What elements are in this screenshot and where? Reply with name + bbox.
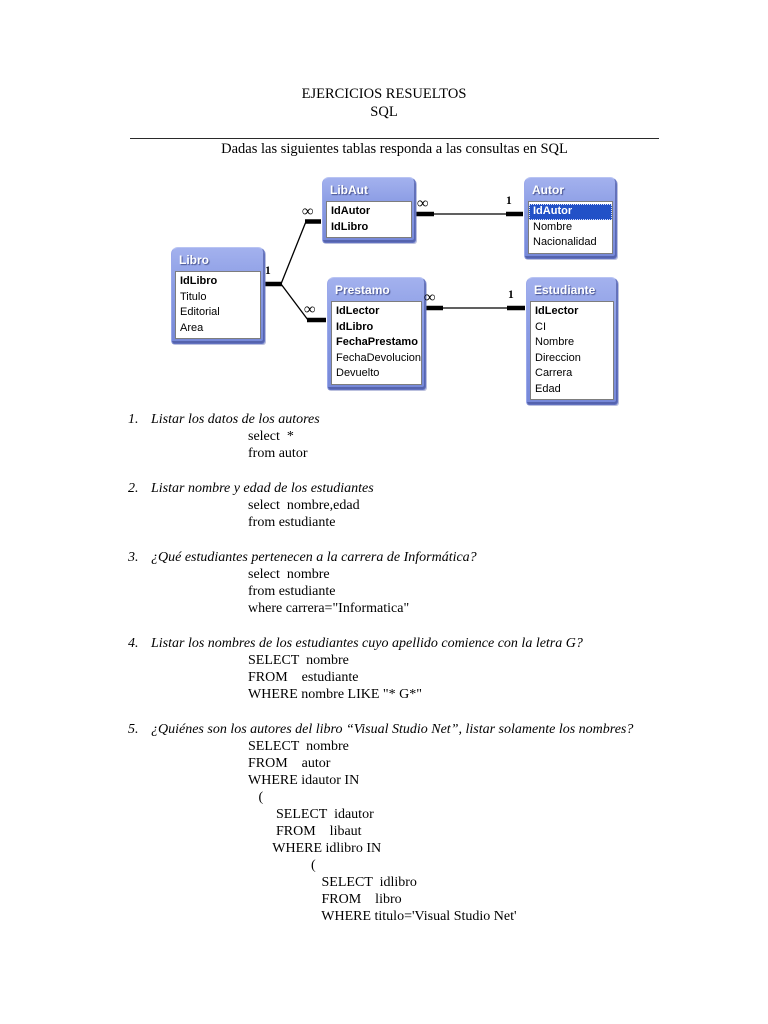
document-header: EJERCICIOS RESUELTOS SQL — [0, 0, 768, 121]
table-field-idlibro: IdLibro — [331, 220, 369, 233]
table-title: Estudiante — [534, 283, 596, 297]
exercise-number: 2. — [128, 481, 139, 496]
table-field-ci: CI — [535, 320, 546, 333]
exercise-list: 1. Listar los datos de los autores select … — [128, 411, 656, 925]
exercise-number: 4. — [128, 636, 139, 651]
table-field-idlibro: IdLibro — [336, 320, 374, 333]
exercise-number: 5. — [128, 722, 139, 737]
exercise-question: ¿Qué estudiantes pertenecen a la carrera… — [151, 550, 477, 565]
instruction-text: Dadas las siguientes tablas responda a l… — [221, 141, 568, 157]
sql-answer-code: select * from autor — [248, 429, 308, 461]
exercise-question: ¿Quiénes son los autores del libro “Visu… — [151, 722, 634, 737]
table-field-idautor: IdAutor — [331, 205, 371, 217]
divider-rule — [130, 138, 659, 139]
sql-answer-code: SELECT nombre FROM autor WHERE idautor I… — [248, 739, 517, 924]
exercise-question: Listar nombre y edad de los estudiantes — [151, 481, 374, 496]
sql-answer-code: select nombre from estudiante where carr… — [248, 567, 410, 616]
exercise-question: Listar los nombres de los estudiantes cu… — [151, 636, 583, 651]
exercise-item: 5. ¿Quiénes son los autores del libro “Vi… — [128, 721, 656, 925]
table-field-idautor: IdAutor — [529, 204, 612, 220]
table-field-idlector: IdLector — [535, 305, 579, 317]
cardinality-label: 1 — [506, 195, 512, 207]
table-field-fechaprestamo: FechaPrestamo — [336, 336, 418, 348]
table-field-edad: Edad — [535, 382, 561, 395]
table-field-direccion: Direccion — [535, 351, 581, 364]
exercise-number: 1. — [128, 412, 139, 427]
table-field-nombre: Nombre — [535, 336, 575, 348]
cardinality-label: ∞ — [302, 203, 314, 220]
exercise-item: 4. Listar los nombres de los estudiantes … — [128, 635, 656, 703]
table-field-idlibro: IdLibro — [180, 275, 218, 287]
cardinality-label: ∞ — [417, 195, 429, 212]
table-title: Autor — [532, 183, 564, 197]
page-subtitle: SQL — [370, 104, 398, 120]
cardinality-label: 1 — [508, 289, 514, 301]
cardinality-label: ∞ — [424, 289, 436, 306]
table-field-idlector: IdLector — [336, 305, 380, 317]
exercise-item: 2. Listar nombre y edad de los estudiante… — [128, 480, 656, 531]
sql-answer-code: SELECT nombre FROM estudiante WHERE nomb… — [248, 653, 422, 702]
table-field-nombre: Nombre — [533, 220, 573, 233]
cardinality-label: 1 — [265, 265, 271, 277]
exercise-item: 1. Listar los datos de los autores select … — [128, 411, 656, 462]
table-title: Prestamo — [335, 283, 390, 297]
exercise-number: 3. — [128, 550, 139, 565]
table-field-devuelto: Devuelto — [336, 367, 380, 379]
table-field-carrera: Carrera — [535, 367, 573, 379]
table-field-editorial: Editorial — [180, 306, 220, 318]
cardinality-label: ∞ — [304, 301, 316, 318]
table-field-nacionalidad: Nacionalidad — [533, 236, 597, 248]
exercise-question: Listar los datos de los autores — [151, 412, 320, 427]
table-field-fechadevolucion: FechaDevolucion — [336, 351, 421, 364]
table-field-area: Area — [180, 321, 204, 334]
table-title: LibAut — [330, 183, 368, 197]
table-field-titulo: Titulo — [180, 290, 207, 303]
page-title: EJERCICIOS RESUELTOS — [301, 86, 467, 102]
sql-answer-code: select nombre,edad from estudiante — [248, 498, 360, 530]
table-title: Libro — [179, 253, 209, 267]
exercise-item: 3. ¿Qué estudiantes pertenecen a la carre… — [128, 549, 656, 617]
